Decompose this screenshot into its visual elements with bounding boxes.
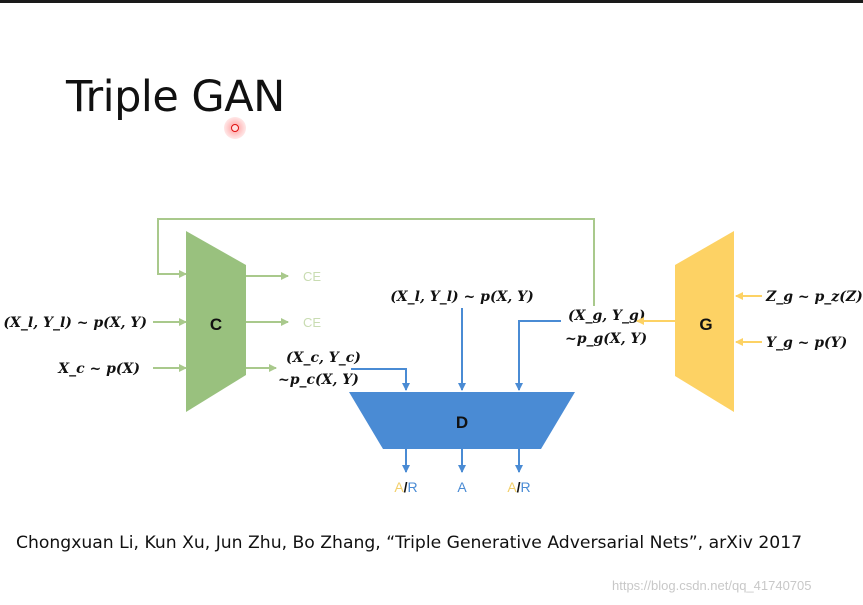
citation-text: Chongxuan Li, Kun Xu, Jun Zhu, Bo Zhang,… (16, 533, 803, 553)
g-generated-dist: ~p_g(X, Y) (565, 331, 647, 347)
d-real-input-label: (X_l, Y_l) ~ p(X, Y) (390, 289, 534, 305)
slide-title: Triple GAN (66, 72, 285, 122)
c-generated-dist: ~p_c(X, Y) (278, 372, 359, 388)
c-input-unlabeled-data: X_c ~ p(X) (57, 361, 140, 377)
discriminator-d-label: D (456, 413, 468, 432)
d-output-label-3: A/R (507, 479, 530, 495)
ce-label-2: CE (303, 315, 321, 330)
watermark-text: https://blog.csdn.net/qq_41740705 (612, 578, 812, 593)
g-input-noise: Z_g ~ p_z(Z) (765, 289, 863, 305)
d-input-from-g (515, 320, 561, 391)
pointer-dot (231, 124, 239, 132)
g-generated-pair: (X_g, Y_g) (568, 308, 645, 324)
d-input-from-c (351, 368, 410, 391)
discriminator-d-box (349, 392, 575, 449)
c-generated-pair: (X_c, Y_c) (286, 350, 361, 366)
classifier-c-label: C (210, 315, 222, 334)
generator-g-box (675, 231, 734, 412)
ce-label-1: CE (303, 269, 321, 284)
top-border (0, 0, 863, 3)
d-output-label-2: A (457, 479, 467, 495)
feedback-loop-line (157, 218, 595, 306)
g-input-label: Y_g ~ p(Y) (766, 335, 847, 351)
d-output-label-1: A/R (394, 479, 417, 495)
classifier-c-box (186, 231, 246, 412)
generator-g-label: G (699, 315, 712, 334)
c-input-labeled-data: (X_l, Y_l) ~ p(X, Y) (3, 315, 147, 331)
pointer-highlight (224, 117, 246, 139)
